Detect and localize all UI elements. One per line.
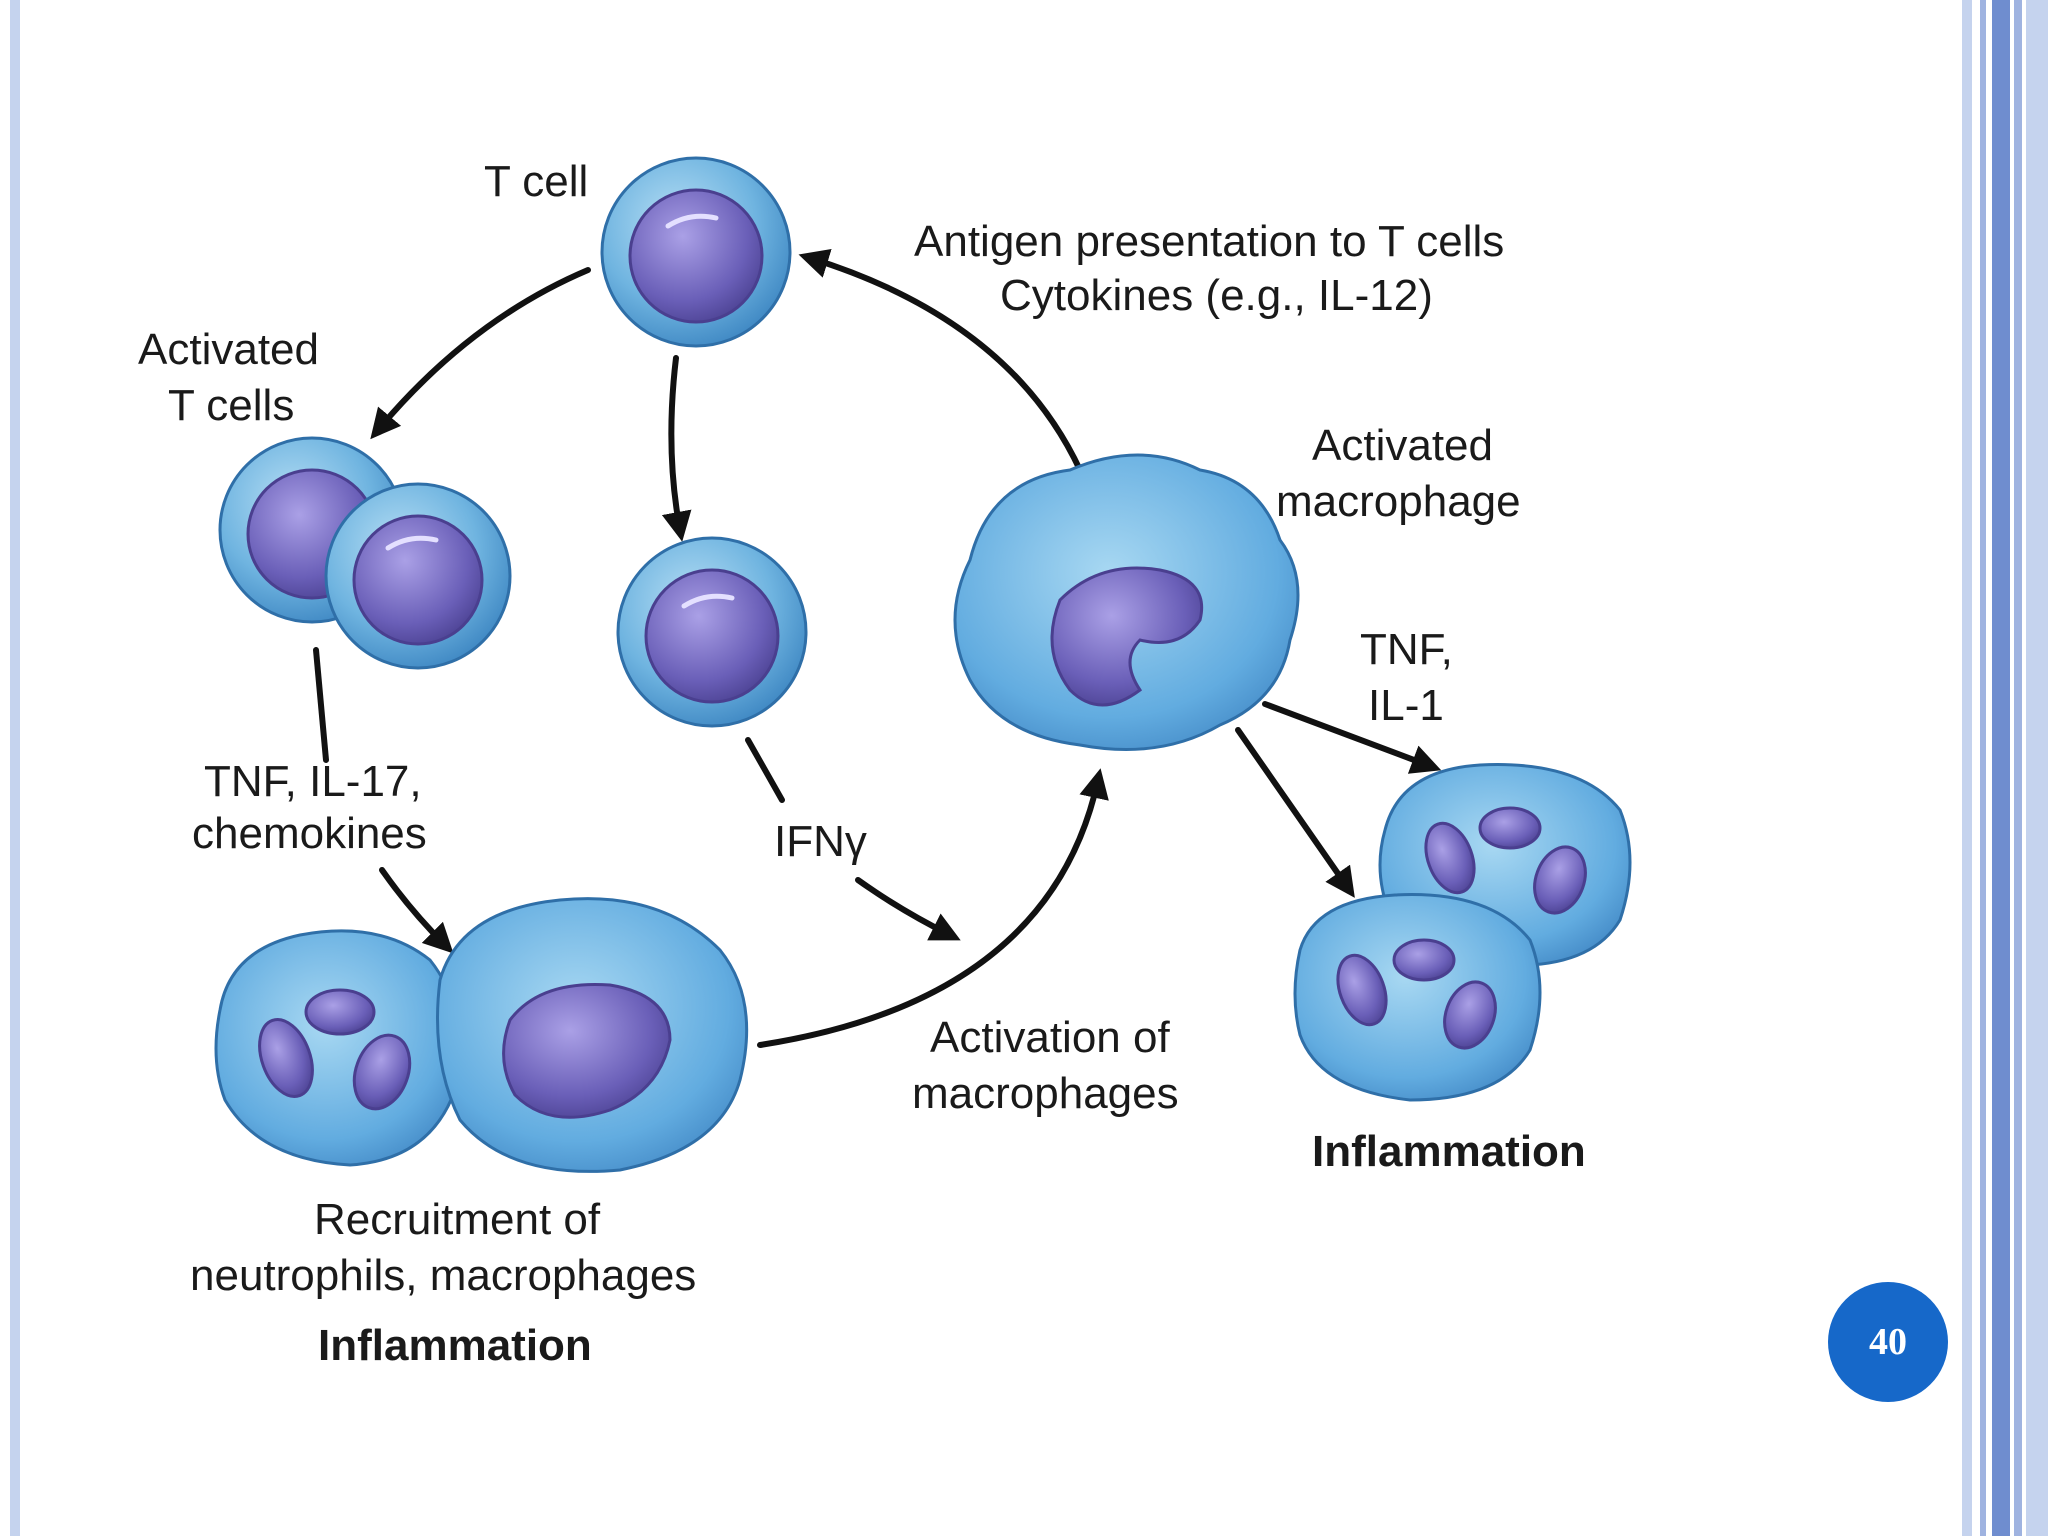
page-number-text: 40: [1869, 1321, 1907, 1363]
label-activation-line2: macrophages: [912, 1069, 1179, 1118]
arrow-macrophage-to-neutrophil-top: [1262, 701, 1442, 774]
arrows: [313, 249, 1442, 1048]
label-tnf-il1-line2: IL-1: [1368, 681, 1444, 730]
label-tnf-il17-line1: TNF, IL-17,: [204, 757, 422, 806]
arrow-center-tcell-down: [745, 737, 785, 803]
recruited-neutrophil-lobe-3: [352, 1033, 412, 1111]
recruited-neutrophil-lobe-2: [304, 988, 376, 1036]
label-antigen-line1: Antigen presentation to T cells: [914, 217, 1504, 266]
label-recruitment-line1: Recruitment of: [314, 1195, 601, 1244]
label-activated-t-cells-line2: T cells: [168, 381, 294, 430]
label-tnf-il17-line2: chemokines: [192, 809, 427, 858]
arrow-recruitment-to-macrophage: [757, 768, 1109, 1048]
neutrophil-right-back-lobe-1: [1424, 821, 1476, 895]
labels: T cell Activated T cells Antigen present…: [138, 157, 1586, 1370]
label-inflammation-bottom: Inflammation: [318, 1321, 592, 1370]
label-activation-line1: Activation of: [930, 1013, 1170, 1062]
label-t-cell: T cell: [484, 157, 588, 206]
t-cell-top-nucleus: [628, 188, 764, 324]
activated-t-cell-2-nucleus: [352, 514, 484, 646]
neutrophil-right-front-membrane: [1293, 893, 1542, 1102]
frame-right-stripe-1: [1962, 0, 1972, 1536]
t-cell-top: [600, 156, 792, 348]
label-ifn-gamma: IFNγ: [774, 817, 867, 866]
arrow-tnf-to-recruitment: [379, 867, 454, 954]
frame-right-stripe-3: [1992, 0, 2010, 1536]
arrow-macrophage-to-tcell: [798, 249, 1083, 473]
label-activated-macrophage-line2: macrophage: [1276, 477, 1521, 526]
neutrophil-right-back-lobe-2: [1478, 806, 1542, 850]
activated-t-cell-2-highlight: [385, 535, 439, 551]
frame-right-stripe-2: [1980, 0, 1986, 1536]
arrow-activated-down: [313, 647, 329, 763]
arrow-tcell-to-center-tcell: [661, 355, 692, 542]
label-activated-t-cells-line1: Activated: [138, 325, 319, 374]
page-number-badge: 40: [1828, 1282, 1948, 1402]
t-cell-center: [616, 536, 808, 728]
recruited-neutrophil: [214, 929, 461, 1167]
arrow-macrophage-to-neutrophil-bottom: [1235, 727, 1355, 898]
neutrophil-right-front: [1293, 893, 1542, 1102]
neutrophil-right-front-lobe-1: [1336, 953, 1388, 1027]
label-tnf-il1-line1: TNF,: [1360, 625, 1453, 674]
neutrophil-right-front-lobe-3: [1443, 980, 1497, 1050]
neutrophil-right-back-lobe-3: [1533, 845, 1587, 915]
t-cell-center-highlight: [681, 593, 735, 609]
arrow-ifn-to-activation: [855, 877, 961, 941]
recruited-macrophage: [436, 897, 749, 1173]
recruited-macrophage-nucleus: [502, 982, 672, 1119]
frame-left-stripe: [10, 0, 20, 1536]
neutrophil-right-front-lobe-2: [1392, 938, 1456, 982]
recruited-neutrophil-membrane: [214, 929, 461, 1167]
label-inflammation-right: Inflammation: [1312, 1127, 1586, 1176]
activated-t-cells: [218, 436, 512, 670]
label-antigen-line2: Cytokines (e.g., IL-12): [1000, 271, 1433, 320]
frame-right-stripe-4: [2014, 0, 2022, 1536]
label-recruitment-line2: neutrophils, macrophages: [190, 1251, 696, 1300]
t-cell-center-nucleus: [644, 568, 780, 704]
activated-macrophage: [953, 453, 1300, 751]
label-activated-macrophage-line1: Activated: [1312, 421, 1493, 470]
frame-right-stripe-5: [2026, 0, 2048, 1536]
slide-frame: [10, 0, 2048, 1536]
recruited-neutrophil-lobe-1: [258, 1018, 314, 1098]
activated-macrophage-nucleus: [1050, 566, 1204, 707]
t-cell-top-highlight: [665, 213, 719, 229]
arrow-tcell-to-activated: [370, 267, 591, 440]
